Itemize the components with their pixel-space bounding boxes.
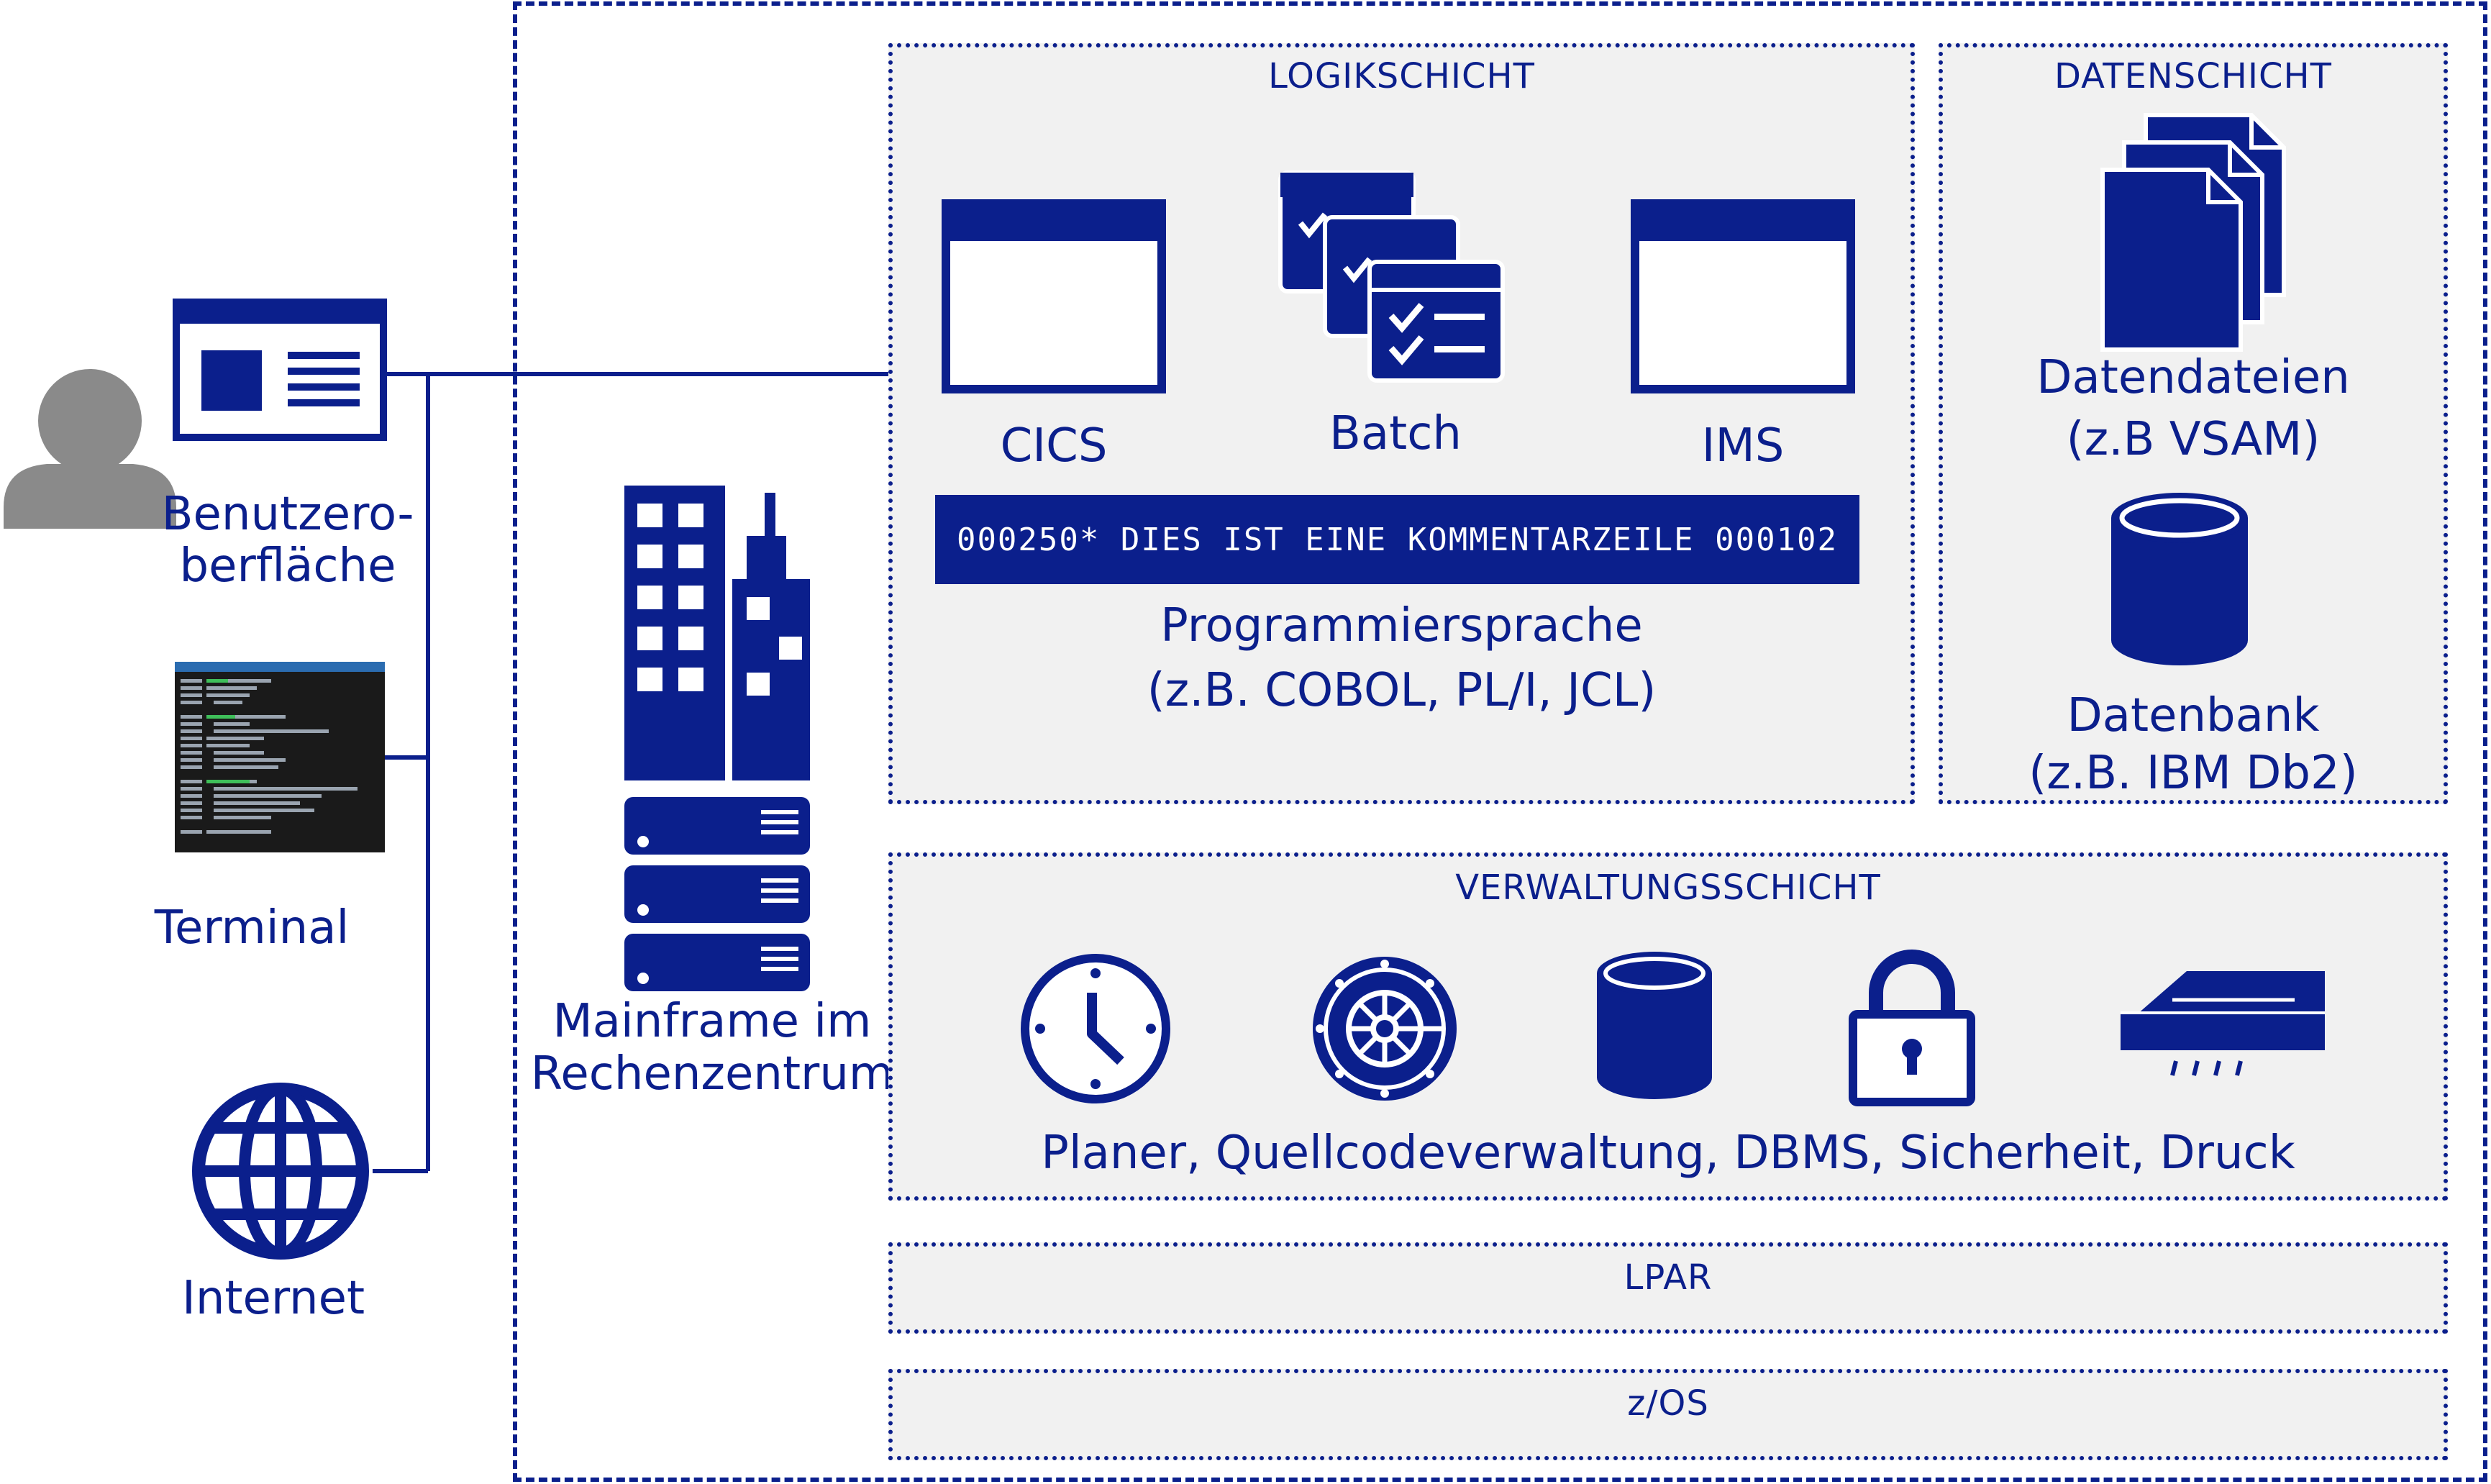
management-layer-title: VERWALTUNGSSCHICHT [1455, 868, 1881, 908]
ims-window-icon [1631, 199, 1855, 393]
database-label-line1: Datenbank [2067, 689, 2320, 742]
files-label-line2: (z.B VSAM) [2066, 413, 2321, 466]
zos-panel [888, 1369, 2448, 1460]
ui-label-line1: Benutzero- [161, 488, 414, 541]
files-stack-icon [2100, 113, 2286, 352]
cics-label: CICS [1000, 419, 1108, 473]
globe-icon [192, 1083, 369, 1260]
zos-label: z/OS [1627, 1383, 1709, 1424]
logic-layer-title: LOGIKSCHICHT [1268, 56, 1535, 96]
lpar-panel [888, 1242, 2448, 1334]
batch-label: Batch [1329, 407, 1462, 460]
person-icon [4, 369, 176, 529]
database-icon [2111, 493, 2248, 665]
printer-icon [2121, 971, 2325, 1076]
code-line-bar: 000250* DIES IST EINE KOMMENTARZEILE 000… [935, 495, 1859, 584]
database-label-line2: (z.B. IBM Db2) [2028, 747, 2358, 800]
lock-icon [1849, 950, 1975, 1106]
ims-label: IMS [1701, 419, 1785, 473]
mainframe-building-icon [624, 486, 810, 780]
vault-icon [1313, 957, 1457, 1101]
management-items-label: Planer, Quellcodeverwaltung, DBMS, Siche… [1041, 1126, 2295, 1180]
mainframe-label-line1: Mainframe im [552, 995, 872, 1048]
terminal-screen-icon [175, 662, 385, 852]
ui-label-line2: berfläche [179, 540, 396, 593]
browser-window-icon [173, 299, 387, 441]
mainframe-label-line2: Rechenzentrum [530, 1047, 894, 1101]
mainframe-boundary [513, 1, 2487, 1482]
terminal-label: Terminal [154, 901, 350, 955]
data-layer-title: DATENSCHICHT [2054, 56, 2332, 96]
server-rack-icon [624, 797, 810, 991]
logic-layer-panel [888, 43, 1915, 804]
internet-label: Internet [181, 1272, 365, 1325]
language-label-line1: Programmiersprache [1160, 599, 1643, 652]
batch-checklist-icon [1278, 170, 1505, 383]
cics-window-icon [942, 199, 1166, 393]
files-label-line1: Datendateien [2036, 351, 2350, 404]
clock-icon [1021, 954, 1170, 1103]
language-label-line2: (z.B. COBOL, PL/I, JCL) [1147, 664, 1657, 717]
dbms-database-icon [1597, 952, 1712, 1099]
lpar-label: LPAR [1624, 1257, 1713, 1298]
